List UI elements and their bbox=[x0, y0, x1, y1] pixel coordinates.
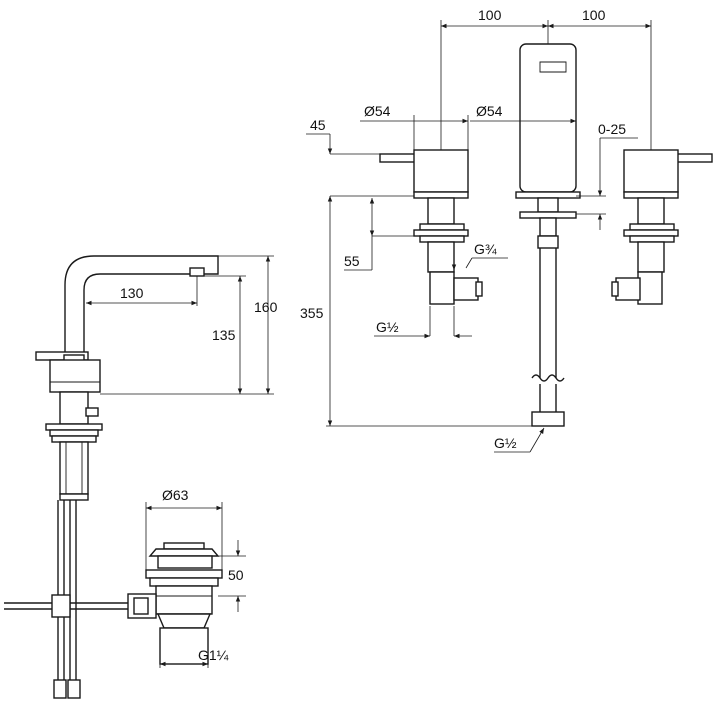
label-spout-height-160: 160 bbox=[254, 299, 278, 315]
mixer-spout bbox=[64, 255, 219, 356]
right-valve-handle bbox=[623, 149, 679, 193]
waste-body bbox=[155, 585, 213, 615]
label-thread-g12-lower: G½ bbox=[494, 435, 517, 451]
spout-aerator bbox=[189, 267, 205, 277]
label-deck-thickness: 55 bbox=[344, 253, 360, 269]
left-valve bbox=[379, 149, 483, 305]
mixer-washer bbox=[45, 423, 103, 431]
left-valve-handle bbox=[413, 149, 469, 193]
label-waste-diameter: Ø63 bbox=[162, 487, 189, 503]
dimension-lines bbox=[86, 20, 652, 668]
spout-washer bbox=[519, 211, 577, 219]
waste-plug bbox=[163, 542, 205, 550]
label-spacing-right: 100 bbox=[582, 7, 606, 23]
mixer-shank bbox=[59, 391, 89, 425]
label-spout-reach: 130 bbox=[120, 285, 144, 301]
linkage-clamp bbox=[51, 594, 71, 618]
label-total-height: 355 bbox=[300, 305, 324, 321]
label-spout-height-135: 135 bbox=[212, 327, 236, 343]
mixer-cartridge-housing bbox=[59, 441, 89, 495]
label-thread-g12-upper: G½ bbox=[376, 319, 399, 335]
waste-flange bbox=[145, 569, 223, 579]
label-waste-height: 50 bbox=[228, 567, 244, 583]
label-spout-diameter: Ø54 bbox=[476, 103, 503, 119]
centre-spout bbox=[515, 43, 581, 427]
label-waste-thread: G1¼ bbox=[198, 647, 229, 663]
spout-hose-nut bbox=[531, 411, 565, 427]
mixer-body bbox=[49, 359, 101, 393]
left-valve-connector bbox=[453, 277, 479, 301]
label-handle-height: 45 bbox=[310, 117, 326, 133]
label-handle-diameter: Ø54 bbox=[364, 103, 391, 119]
right-valve-connector bbox=[615, 277, 641, 301]
label-spacing-left: 100 bbox=[478, 7, 502, 23]
left-valve-washer bbox=[413, 229, 469, 237]
three-hole-mixer bbox=[379, 43, 713, 427]
right-valve bbox=[611, 149, 713, 305]
label-thread-g34: G¾ bbox=[474, 241, 497, 257]
single-lever-mixer bbox=[4, 255, 219, 699]
left-valve-shank bbox=[427, 197, 455, 225]
spout-column bbox=[519, 43, 577, 193]
dimension-labels: 100 100 Ø54 Ø54 45 0-25 55 G¾ 355 G½ G½ … bbox=[120, 7, 626, 663]
label-adjust-range: 0-25 bbox=[598, 121, 626, 137]
waste-tailpiece bbox=[159, 627, 209, 665]
left-valve-outlet bbox=[429, 271, 455, 305]
popup-waste bbox=[127, 542, 223, 665]
